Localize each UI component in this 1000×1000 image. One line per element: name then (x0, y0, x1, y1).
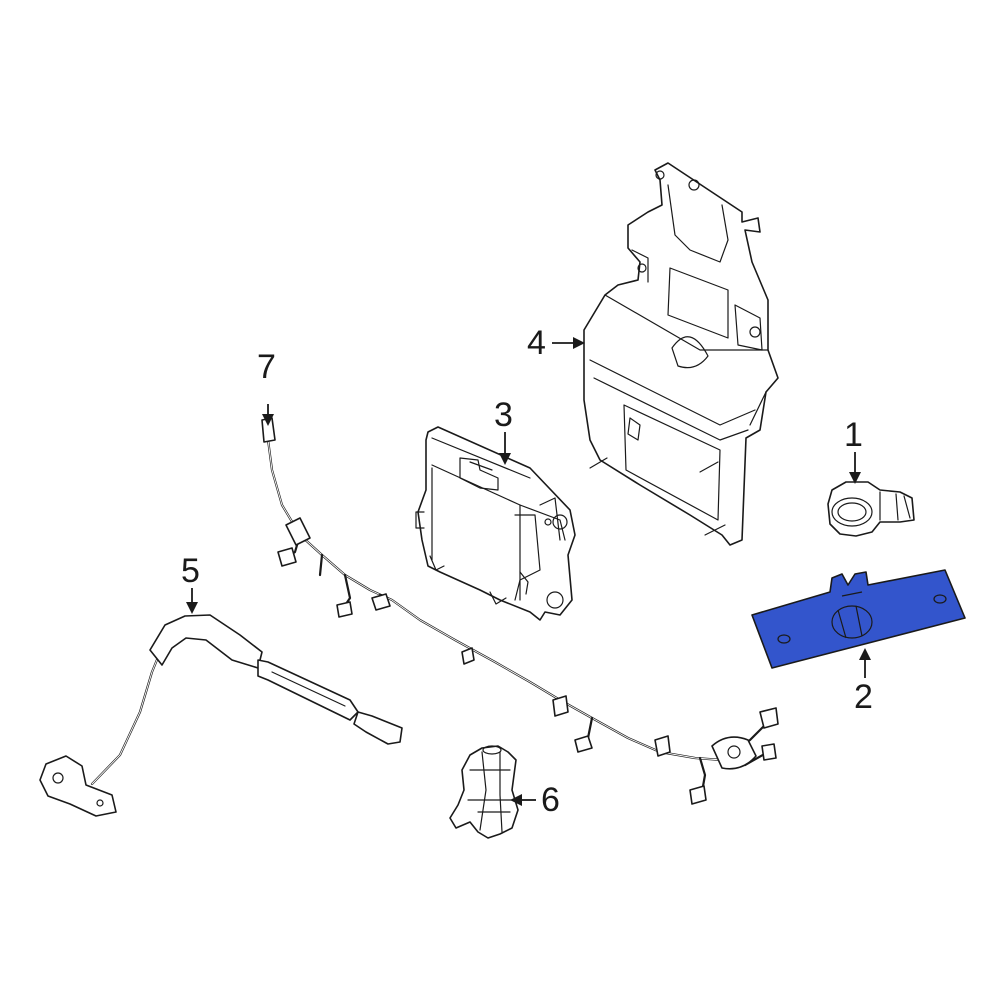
callout-4: 4 (527, 324, 546, 362)
callout-3: 3 (494, 396, 513, 434)
callout-2: 2 (854, 678, 873, 716)
callout-1: 1 (844, 416, 863, 454)
part-1-parking-sensor[interactable] (827, 481, 915, 537)
part-5-camera-cable[interactable] (39, 614, 403, 817)
part-7-wiring-harness[interactable] (261, 417, 779, 805)
leader-1 (849, 452, 861, 484)
part-3-control-module[interactable] (415, 426, 576, 621)
part-2-sensor-retainer[interactable] (751, 569, 966, 669)
callout-6: 6 (541, 781, 560, 819)
callout-5: 5 (181, 552, 200, 590)
leader-6 (510, 794, 536, 806)
callout-7: 7 (257, 348, 276, 386)
leader-5 (186, 588, 198, 614)
part-6-sensor-bracket[interactable] (449, 745, 519, 839)
leader-7 (262, 404, 274, 426)
leader-3 (499, 432, 511, 465)
part-4-bracket[interactable] (583, 162, 779, 546)
leader-2 (859, 648, 871, 678)
leader-4 (552, 337, 585, 349)
